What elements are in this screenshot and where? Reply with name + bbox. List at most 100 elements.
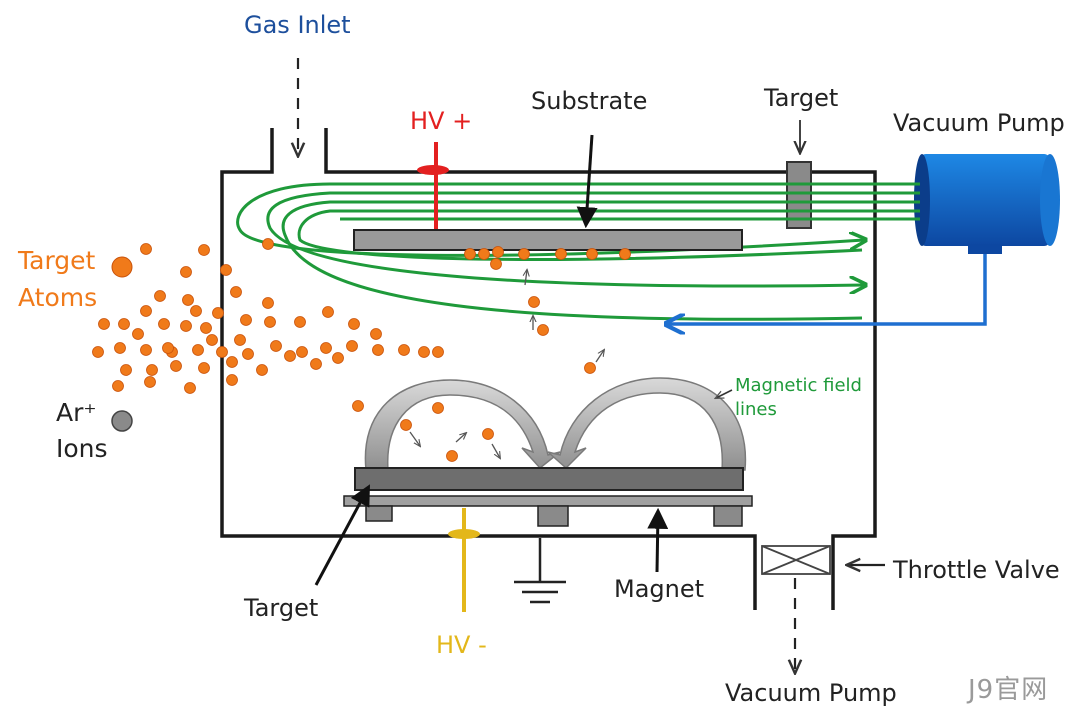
target-atom	[184, 382, 196, 394]
target-atom	[446, 450, 458, 462]
throttle-valve	[761, 545, 885, 575]
callout-arrows	[314, 389, 733, 586]
target-atom	[146, 364, 158, 376]
target-atom	[270, 340, 282, 352]
target-atom	[180, 320, 192, 332]
target-atom	[198, 244, 210, 256]
target-atom	[234, 334, 246, 346]
target-atom	[262, 238, 274, 250]
magnetic-arches	[364, 377, 747, 471]
target-atom	[216, 346, 228, 358]
target-atom	[92, 346, 104, 358]
target-atom	[262, 297, 274, 309]
target-atom	[294, 316, 306, 328]
target-bottom-label: Target	[244, 594, 319, 622]
target-atom	[140, 243, 152, 255]
target-atom	[619, 248, 631, 260]
target-atom	[230, 286, 242, 298]
target-atom	[320, 342, 332, 354]
magnet-label: Magnet	[614, 575, 705, 603]
ar-ions-label: Ar⁺Ions	[56, 395, 108, 467]
watermark: J9官网	[968, 675, 1049, 705]
target-atom	[206, 334, 218, 346]
target-atom	[240, 314, 252, 326]
hv-minus-electrode	[448, 508, 480, 612]
target-atom	[432, 346, 444, 358]
hv-plus-label: HV +	[410, 107, 473, 135]
target-plate	[343, 467, 753, 527]
target-atom	[198, 362, 210, 374]
target-atom	[220, 264, 232, 276]
target-atom	[284, 350, 296, 362]
target-atom	[140, 305, 152, 317]
throttle-valve-label: Throttle Valve	[893, 556, 1060, 584]
target-atom	[226, 374, 238, 386]
target-atom	[352, 400, 364, 412]
target-atom	[264, 316, 276, 328]
target-atom	[158, 318, 170, 330]
target-atom	[528, 296, 540, 308]
substrate-label: Substrate	[531, 87, 648, 115]
target-atom	[112, 380, 124, 392]
target-atom	[310, 358, 322, 370]
target-atom	[180, 266, 192, 278]
target-atom	[98, 318, 110, 330]
target-atom	[322, 306, 334, 318]
target-atom	[518, 248, 530, 260]
target-atom	[140, 344, 152, 356]
vacuum-pump-top-label: Vacuum Pump	[893, 109, 1065, 137]
target-atom	[192, 344, 204, 356]
target-atom	[482, 428, 494, 440]
target-atom	[400, 419, 412, 431]
target-atom	[370, 328, 382, 340]
target-atom	[346, 340, 358, 352]
target-atom	[120, 364, 132, 376]
target-atom	[332, 352, 344, 364]
target-atom-legend	[111, 256, 133, 278]
field-lines	[236, 182, 920, 321]
target-atom	[584, 362, 596, 374]
target-atom	[348, 318, 360, 330]
target-atom	[226, 356, 238, 368]
target-atom	[555, 248, 567, 260]
target-atom	[114, 342, 126, 354]
target-atom	[398, 344, 410, 356]
substrate-plate	[353, 134, 743, 251]
target-atom	[418, 346, 430, 358]
hv-minus-label: HV -	[436, 631, 487, 659]
target-atom	[212, 307, 224, 319]
target-atom	[464, 248, 476, 260]
target-atom	[296, 346, 308, 358]
target-atoms-cloud	[92, 238, 631, 462]
chamber-walls	[220, 128, 877, 610]
ar-ion	[111, 410, 133, 432]
hv-plus-electrode	[417, 142, 449, 230]
target-top-block	[786, 120, 812, 229]
ar-ions-text: Ar⁺Ions	[56, 398, 108, 463]
target-atom	[478, 248, 490, 260]
target-atom	[200, 322, 212, 334]
target-top-label: Target	[764, 84, 839, 112]
target-atom	[490, 258, 502, 270]
vacuum-pump-bottom-label: Vacuum Pump	[725, 679, 897, 707]
target-atom	[144, 376, 156, 388]
pump-return-line	[668, 254, 987, 324]
target-atom	[170, 360, 182, 372]
target-atom	[162, 342, 174, 354]
target-atom	[492, 246, 504, 258]
ground-symbol	[514, 538, 566, 604]
motion-arrows	[409, 270, 604, 458]
gas-inlet-label: Gas Inlet	[244, 11, 351, 39]
target-atom	[537, 324, 549, 336]
target-atom	[154, 290, 166, 302]
target-atom	[256, 364, 268, 376]
target-atom	[182, 294, 194, 306]
vacuum-pump-top	[914, 154, 1060, 254]
target-atom	[586, 248, 598, 260]
target-atom	[132, 328, 144, 340]
